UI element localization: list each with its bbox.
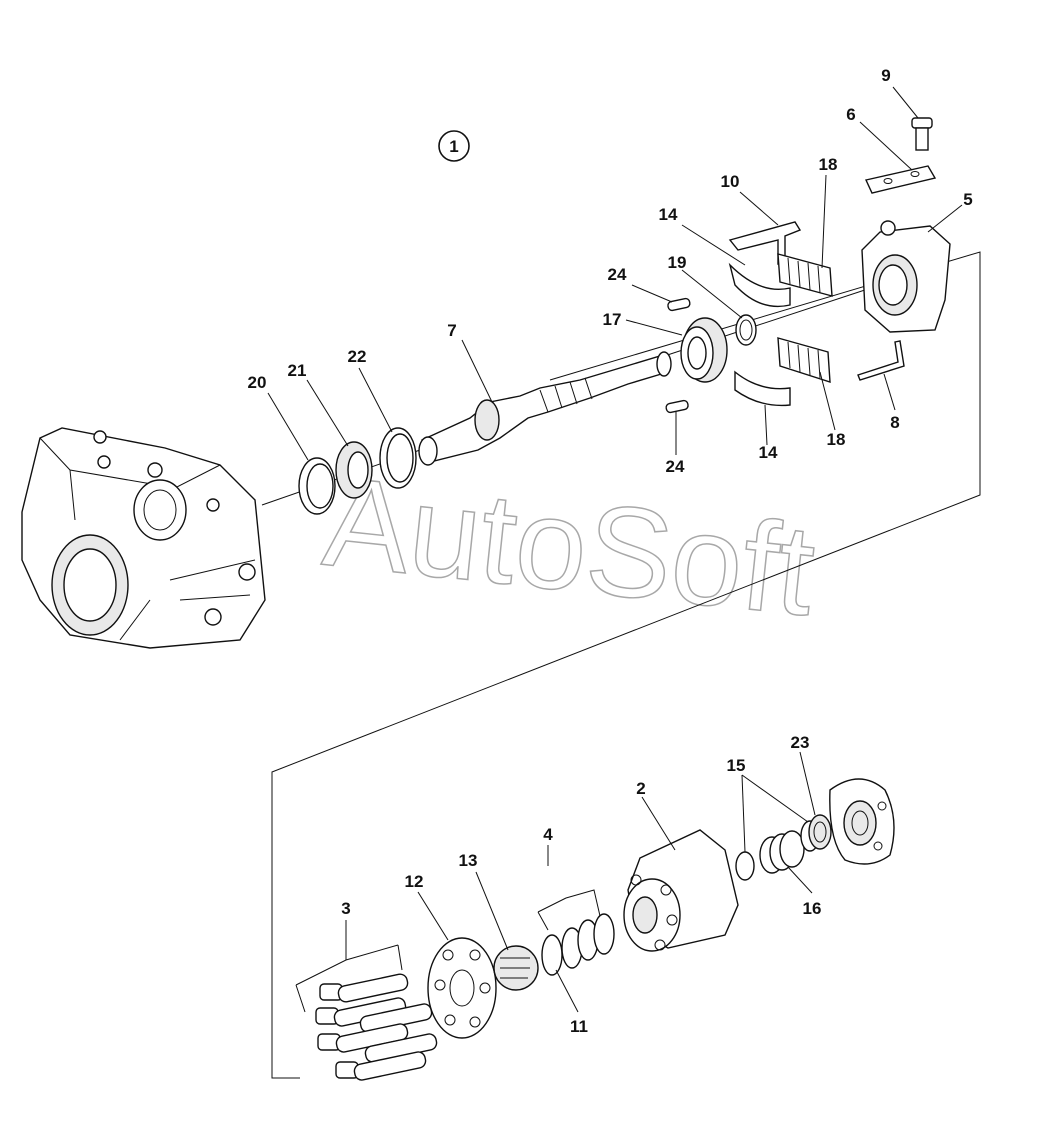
part-23-ring	[808, 814, 832, 850]
callout-label: 2	[636, 779, 645, 798]
part-4-springs	[561, 913, 615, 969]
part-13-ball-guide	[493, 945, 539, 991]
callout-label: 14	[659, 205, 678, 224]
callout-label: 9	[881, 66, 890, 85]
part-14-cradle-bearing-lower	[734, 370, 791, 407]
callout-label: 16	[803, 899, 822, 918]
part-21-washer	[335, 441, 373, 499]
callout-label: 24	[608, 265, 627, 284]
callout-label: 24	[666, 457, 685, 476]
callout-label: 3	[341, 899, 350, 918]
callout-label: 18	[827, 430, 846, 449]
callout-label: 17	[603, 310, 622, 329]
callout-label: 11	[570, 1017, 588, 1036]
part-15-ring-left	[735, 851, 755, 881]
callout-label: 15	[727, 756, 746, 775]
part-16-spring	[759, 830, 805, 874]
callout-label: 13	[459, 851, 478, 870]
figure-number: 1	[449, 137, 458, 156]
callout-labels: 9 6 18 5 10 14 19 24 17 7 20 21 22 8 18 …	[248, 66, 973, 1036]
part-18-roller-bearing-lower	[777, 337, 831, 383]
callout-label: 6	[846, 105, 855, 124]
figure-number-badge: 1	[438, 130, 470, 162]
callout-label: 12	[405, 872, 424, 891]
part-20-snap-ring	[298, 457, 336, 515]
callout-label: 19	[668, 253, 687, 272]
callout-label: 20	[248, 373, 267, 392]
part-2-cylinder-block	[623, 829, 739, 952]
part-22-retaining-ring	[379, 427, 417, 489]
part-5-swash-plate	[861, 220, 951, 333]
part-6-plate	[865, 165, 937, 194]
valve-plate	[829, 778, 895, 865]
callout-label: 23	[791, 733, 810, 752]
part-9-screw	[911, 117, 933, 151]
part-18-roller-bearing-upper	[777, 253, 833, 297]
callout-label: 22	[348, 347, 367, 366]
callout-label: 18	[819, 155, 838, 174]
callout-label: 10	[721, 172, 740, 191]
callout-label: 7	[447, 321, 456, 340]
pump-housing	[21, 427, 266, 649]
part-11-spring-washer	[541, 934, 563, 976]
part-7-drive-shaft	[418, 351, 672, 466]
callout-label: 8	[890, 413, 899, 432]
callout-label: 4	[543, 825, 553, 844]
part-12-retainer-plate	[427, 937, 497, 1039]
part-8-key	[857, 340, 905, 381]
callout-label: 5	[963, 190, 972, 209]
callout-label: 14	[759, 443, 778, 462]
part-17-bearing	[680, 317, 728, 383]
part-3-pistons	[315, 973, 438, 1081]
part-14-cradle-bearing-upper	[728, 262, 791, 308]
part-24-pin-lower	[665, 399, 689, 414]
part-19-ring	[735, 314, 757, 346]
callout-label: 21	[288, 361, 307, 380]
leader-lines	[267, 86, 963, 1013]
part-24-pin-upper	[667, 297, 691, 312]
